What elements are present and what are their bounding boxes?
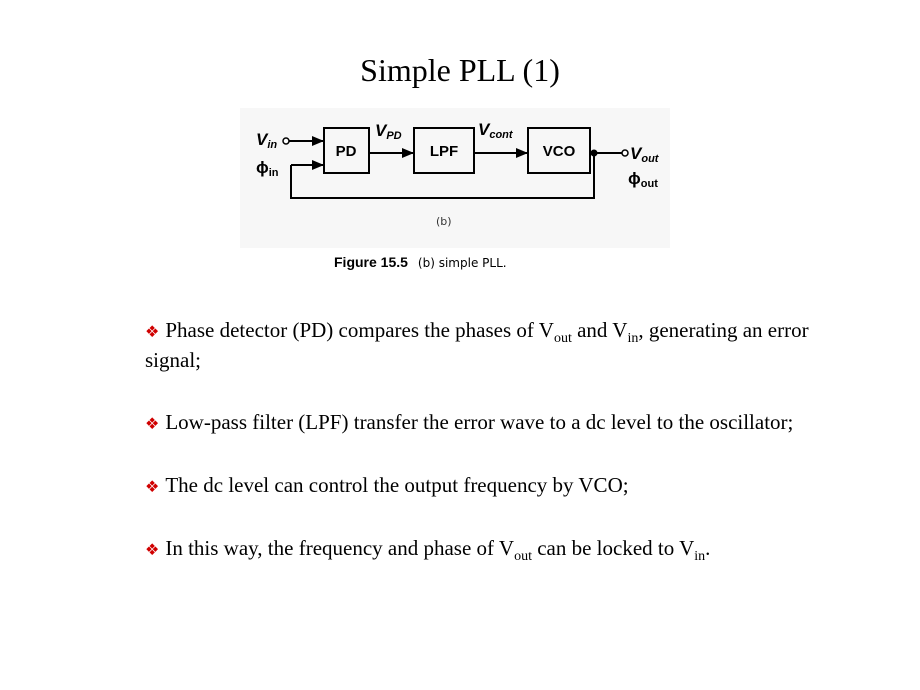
bullet-list: ❖Phase detector (PD) compares the phases…	[145, 316, 865, 597]
caption-label: Figure 15.5	[334, 254, 408, 270]
vout-label: Vout	[630, 144, 660, 165]
pll-block-diagram: PD LPF VCO Vin ϕin VPD Vcont Vout ϕout (…	[240, 108, 670, 248]
bullet-item: ❖In this way, the frequency and phase of…	[145, 536, 711, 564]
phiin-label: ϕin	[256, 158, 279, 179]
feedback-loop-wire	[290, 153, 595, 199]
lpf-label: LPF	[430, 143, 458, 160]
vin-label: Vin	[256, 130, 277, 151]
vpd-label: VPD	[375, 121, 402, 142]
subfigure-label: (b)	[436, 215, 452, 228]
bullet-item: ❖Phase detector (PD) compares the phases…	[145, 318, 809, 372]
bullet-diamond-icon: ❖	[145, 540, 160, 559]
vco-label: VCO	[543, 143, 576, 160]
bullet-item: ❖Low-pass filter (LPF) transfer the erro…	[145, 410, 794, 434]
bullet-diamond-icon: ❖	[145, 414, 160, 433]
bullet-item: ❖The dc level can control the output fre…	[145, 473, 629, 497]
vcont-label: Vcont	[478, 120, 514, 141]
figure-caption: Figure 15.5 (b) simple PLL.	[334, 253, 507, 272]
phiout-label: ϕout	[628, 169, 658, 190]
pd-block	[323, 127, 370, 174]
caption-text: (b) simple PLL.	[417, 256, 507, 270]
lpf-block	[413, 127, 475, 174]
bullet-diamond-icon: ❖	[145, 322, 160, 341]
bullet-diamond-icon: ❖	[145, 477, 160, 496]
vco-block	[527, 127, 591, 174]
pd-label: PD	[336, 143, 357, 160]
slide-title: Simple PLL (1)	[360, 52, 560, 88]
